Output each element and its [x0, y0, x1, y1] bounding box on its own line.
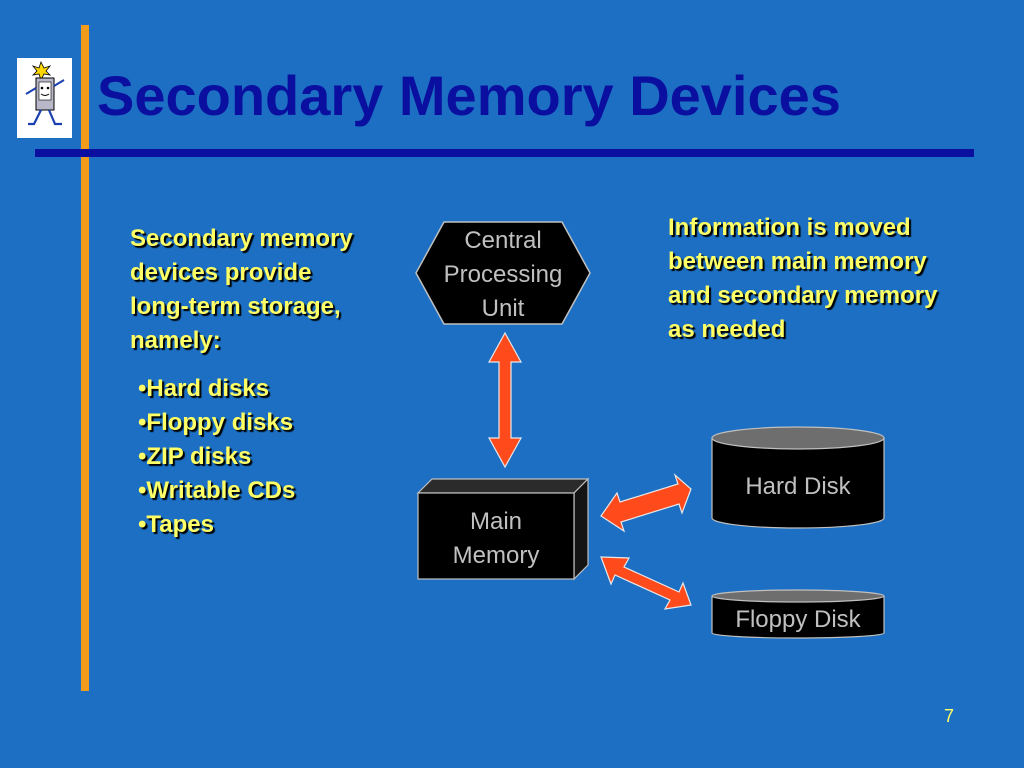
- mascot-logo-icon: [17, 58, 72, 138]
- cpu-memory-arrow: [487, 331, 523, 469]
- floppy-disk-node: Floppy Disk: [711, 589, 885, 639]
- page-number: 7: [944, 706, 955, 726]
- info-line: and secondary memory: [668, 282, 938, 309]
- cpu-label-line: Unit: [482, 295, 525, 322]
- main-memory-label-line: Memory: [453, 542, 540, 569]
- info-text: Information is moved between main memory…: [668, 211, 1008, 347]
- cpu-node: Central Processing Unit: [415, 221, 591, 325]
- hard-disk-label: Hard Disk: [745, 473, 851, 500]
- list-item: •Tapes: [138, 511, 214, 538]
- intro-text: Secondary memory devices provide long-te…: [130, 222, 430, 358]
- device-list: •Hard disks •Floppy disks •ZIP disks •Wr…: [138, 372, 295, 542]
- memory-floppy-arrow: [600, 556, 692, 610]
- main-memory-label-line: Main: [470, 508, 522, 535]
- title-underline: [35, 149, 974, 157]
- list-item: •Writable CDs: [138, 477, 296, 504]
- intro-line: long-term storage,: [130, 293, 341, 320]
- slide-title: Secondary Memory Devices: [97, 64, 841, 127]
- info-line: as needed: [668, 316, 786, 343]
- list-item: •ZIP disks: [138, 443, 252, 470]
- info-line: Information is moved: [668, 214, 911, 241]
- intro-line: Secondary memory: [130, 225, 353, 252]
- info-line: between main memory: [668, 248, 927, 275]
- list-item: •Hard disks: [138, 375, 270, 402]
- list-item: •Floppy disks: [138, 409, 294, 436]
- cpu-label-line: Central: [464, 227, 541, 254]
- hard-disk-node: Hard Disk: [711, 426, 885, 529]
- accent-bar: [81, 25, 89, 691]
- intro-line: namely:: [130, 327, 221, 354]
- intro-line: devices provide: [130, 259, 312, 286]
- memory-harddisk-arrow: [600, 473, 692, 533]
- main-memory-node: Main Memory: [416, 477, 590, 581]
- cpu-label-line: Processing: [444, 261, 563, 288]
- floppy-disk-label: Floppy Disk: [735, 606, 861, 633]
